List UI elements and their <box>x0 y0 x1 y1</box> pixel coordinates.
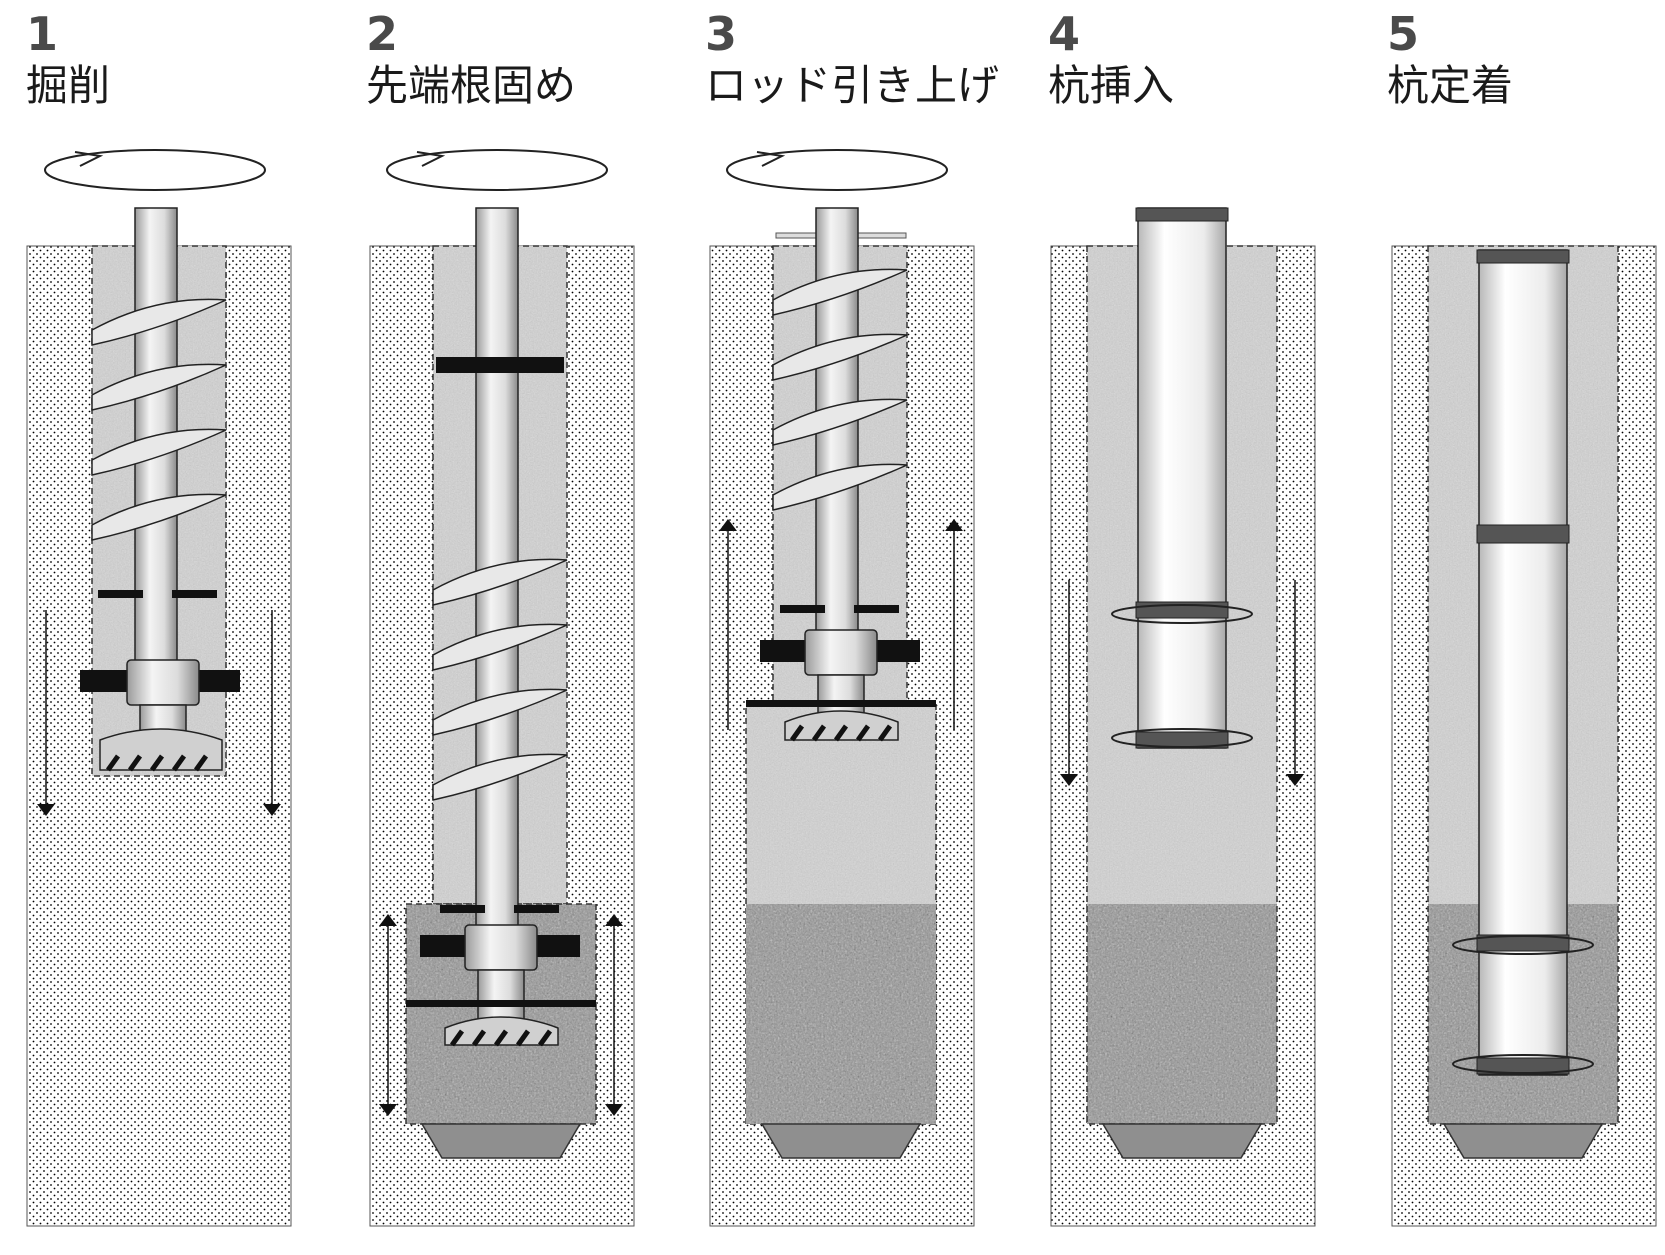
step-1-title: 掘削 <box>26 61 111 110</box>
step-3-number: 3 <box>705 7 738 61</box>
auger-flight-2 <box>432 558 568 801</box>
tip-bulb-4 <box>1101 1123 1263 1159</box>
pile-5 <box>1452 249 1594 1076</box>
panel-5-pile-fixing <box>1391 245 1657 1227</box>
panel-3-rod-withdrawal <box>709 149 975 1227</box>
panel-1-excavation <box>26 149 292 1227</box>
step-5-heading: 5 杭定着 <box>1387 8 1513 112</box>
drill-bit-1 <box>99 728 223 772</box>
panel-4-pile-insertion <box>1050 207 1316 1227</box>
bit-wings-2 <box>406 905 596 1026</box>
rotation-arrow-3 <box>726 149 948 191</box>
bit-wings-1 <box>80 590 240 736</box>
step-4-number: 4 <box>1048 7 1081 61</box>
drill-bit-2 <box>444 1016 559 1047</box>
rotation-arrow-1 <box>44 149 266 191</box>
bit-wings-3 <box>746 605 936 716</box>
tip-bulb-5 <box>1442 1123 1604 1159</box>
drill-bit-3 <box>784 710 899 742</box>
pile-4 <box>1111 207 1253 749</box>
step-2-title: 先端根固め <box>366 61 577 110</box>
tip-bulb-2 <box>420 1123 582 1159</box>
panel-2-tip-consolidation <box>369 149 635 1227</box>
step-4-heading: 4 杭挿入 <box>1048 8 1174 112</box>
auger-flight-1 <box>91 298 227 541</box>
tip-bulb-3 <box>760 1123 922 1159</box>
step-5-number: 5 <box>1387 7 1420 61</box>
step-2-heading: 2 先端根固め <box>366 8 576 112</box>
step-3-title: ロッド引き上げ <box>705 61 1000 110</box>
step-2-number: 2 <box>366 7 399 61</box>
auger-flight-3 <box>772 268 908 511</box>
step-5-title: 杭定着 <box>1387 61 1514 110</box>
rotation-arrow-2 <box>386 149 608 191</box>
step-3-heading: 3 ロッド引き上げ <box>705 8 999 112</box>
step-4-title: 杭挿入 <box>1048 61 1175 110</box>
step-1-number: 1 <box>26 7 59 61</box>
step-1-heading: 1 掘削 <box>26 8 110 112</box>
